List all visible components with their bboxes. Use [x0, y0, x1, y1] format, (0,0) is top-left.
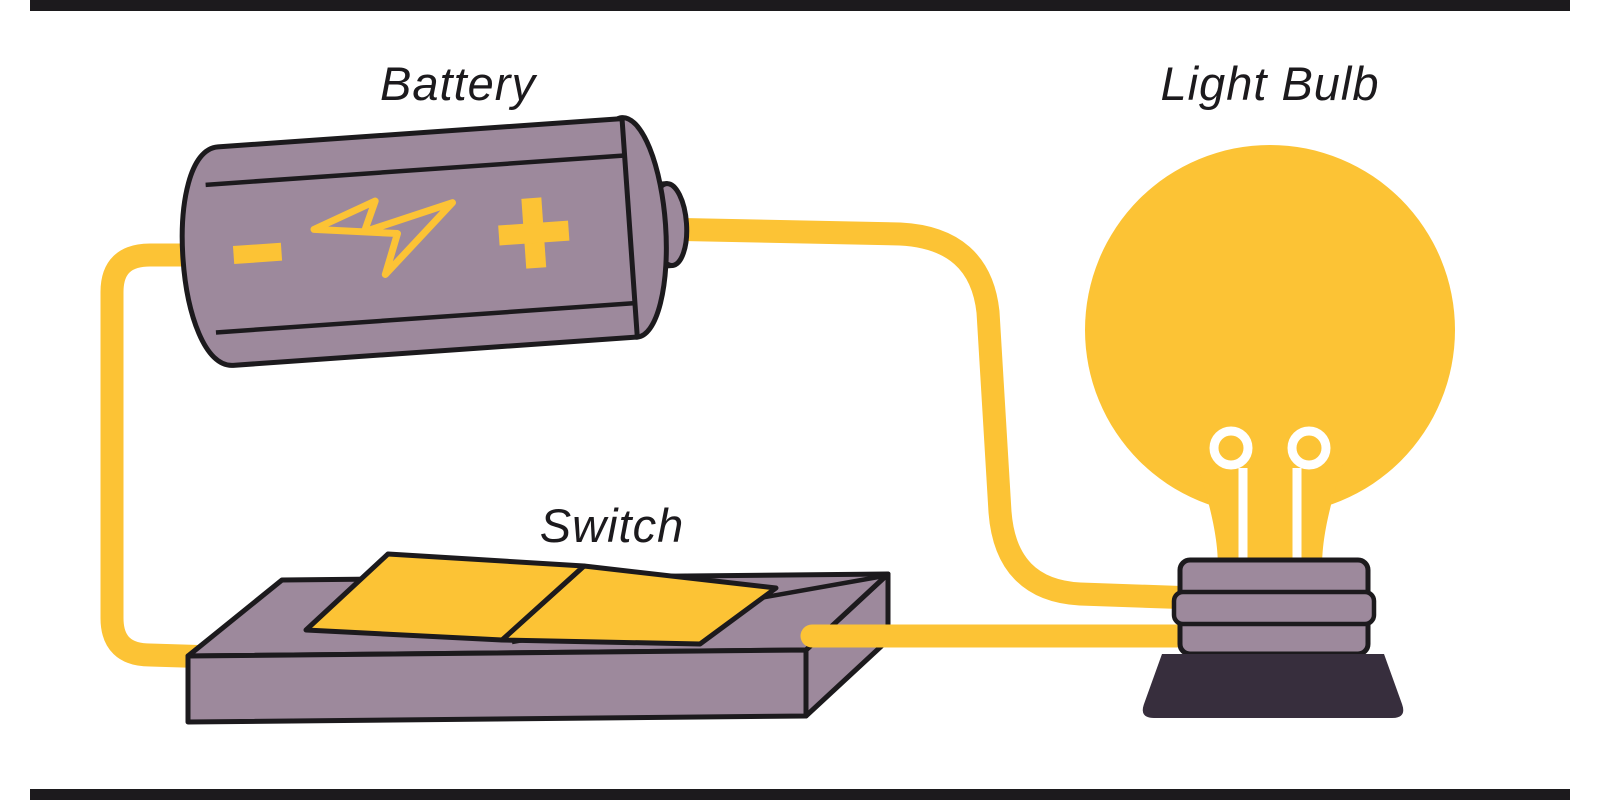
switch-label: Switch	[540, 499, 684, 552]
bulb-neck	[1196, 460, 1344, 570]
bulb-base-foot	[1142, 654, 1404, 718]
battery-illustration	[179, 115, 690, 368]
lightning-bolt-icon	[310, 197, 456, 279]
battery-label: Battery	[380, 57, 537, 110]
switch-illustration	[185, 551, 891, 725]
light-bulb-label: Light Bulb	[1160, 57, 1379, 110]
switch-lever	[303, 551, 587, 643]
top-border-bar	[30, 0, 1570, 11]
bulb-filament	[1209, 426, 1331, 568]
wire-battery-positive-to-bulb	[646, 217, 1207, 610]
bulb-glass	[1085, 145, 1455, 515]
battery-bottom-stripe	[215, 300, 636, 335]
bulb-socket-middle-band	[1171, 589, 1377, 627]
plus-terminal-icon	[498, 197, 570, 269]
minus-terminal-icon	[232, 242, 283, 265]
light-bulb-illustration	[1085, 145, 1455, 718]
wire-battery-negative-to-switch	[100, 243, 227, 669]
battery-top-stripe	[205, 153, 625, 188]
bottom-border-bar	[30, 789, 1570, 800]
switch-front-face	[185, 647, 809, 725]
